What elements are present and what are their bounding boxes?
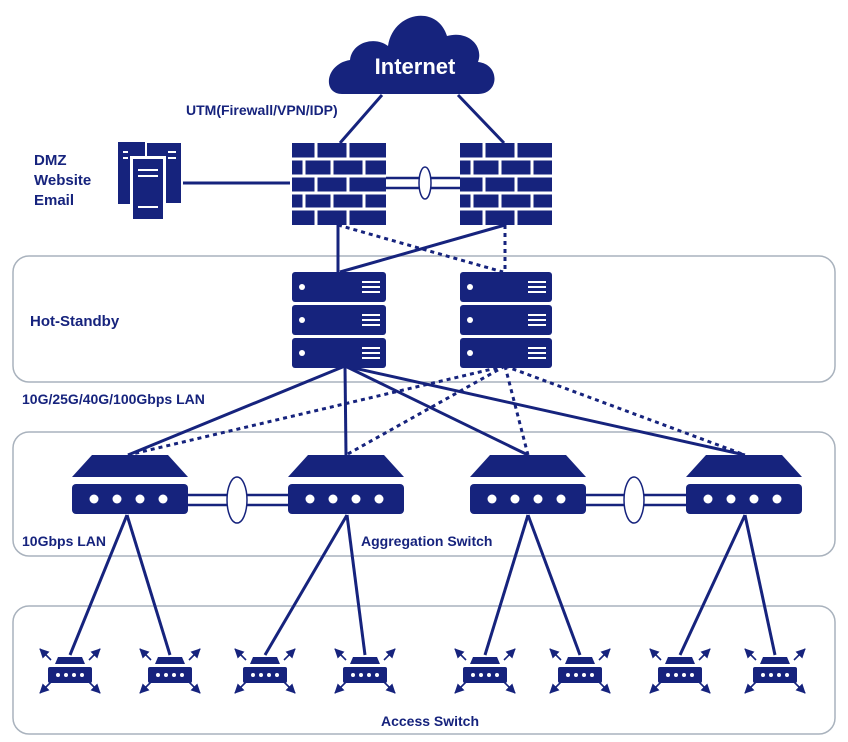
hot-standby-label: Hot-Standby — [30, 313, 120, 330]
access-switch-icon — [454, 648, 516, 694]
access-switch-icon — [334, 648, 396, 694]
access-switch-icon — [649, 648, 711, 694]
core-server-1 — [292, 272, 386, 368]
link-agg-4-acc-8 — [743, 514, 777, 656]
links — [68, 93, 777, 656]
firewall-redundancy-ring — [418, 166, 432, 200]
dmz-label-line1: DMZ — [34, 152, 67, 169]
access-switch-6 — [549, 648, 611, 694]
access-switch-label: Access Switch — [381, 713, 479, 729]
brick-wall-firewall-icon — [460, 143, 552, 225]
lan-10g-label: 10Gbps LAN — [22, 533, 106, 549]
aggregation-switch-icon — [470, 455, 586, 514]
access-switch-4 — [334, 648, 396, 694]
access-switch-2 — [139, 648, 201, 694]
aggregation-zone — [12, 431, 836, 557]
link-agg-4-acc-7 — [678, 514, 747, 656]
access-zone — [12, 605, 836, 735]
access-switch-icon — [139, 648, 201, 694]
aggregation-switch-icon — [288, 455, 404, 514]
aggregation-ring-left — [226, 476, 248, 524]
link-agg-2-acc-3 — [263, 514, 349, 656]
rack-server-icon — [460, 272, 552, 368]
access-switch-icon — [39, 648, 101, 694]
link-agg-2-acc-4 — [345, 514, 367, 656]
link-core-2-agg-2 — [345, 364, 506, 457]
utm-label: UTM(Firewall/VPN/IDP) — [186, 102, 338, 118]
aggregation-switch-2 — [288, 455, 404, 514]
access-switch-5 — [454, 648, 516, 694]
link-internet-fw-2 — [456, 93, 506, 145]
access-switch-icon — [549, 648, 611, 694]
access-switch-7 — [649, 648, 711, 694]
access-switch-icon — [744, 648, 806, 694]
aggregation-switch-1 — [72, 455, 188, 514]
aggregation-switch-3 — [470, 455, 586, 514]
cloud-icon — [328, 15, 495, 95]
dmz-label-line3: Email — [34, 192, 74, 209]
dmz-label-line2: Website — [34, 172, 91, 189]
hot-standby-zone — [12, 255, 836, 383]
link-core-1-agg-3 — [344, 364, 529, 457]
firewall-1 — [292, 143, 386, 225]
link-agg-3-acc-5 — [483, 514, 530, 656]
link-agg-1-acc-1 — [68, 514, 129, 656]
link-core-2-agg-1 — [127, 364, 506, 457]
link-core-2-agg-4 — [504, 364, 746, 457]
access-switch-3 — [234, 648, 296, 694]
link-agg-1-acc-2 — [125, 514, 172, 656]
brick-wall-firewall-icon — [292, 143, 386, 225]
aggregation-switch-4 — [686, 455, 802, 514]
link-fw-2-core-1 — [339, 223, 506, 274]
server-tower-icon — [118, 141, 183, 222]
lan-uplink-label: 10G/25G/40G/100Gbps LAN — [22, 391, 205, 407]
link-internet-fw-1 — [338, 94, 384, 144]
aggregation-switch-label: Aggregation Switch — [361, 533, 492, 549]
aggregation-switch-icon — [72, 455, 188, 514]
access-switch-1 — [39, 648, 101, 694]
link-core-1-agg-1 — [127, 364, 346, 457]
rack-server-icon — [292, 272, 386, 368]
link-core-1-agg-2 — [343, 365, 348, 456]
link-core-1-agg-4 — [344, 364, 746, 457]
aggregation-ring-right — [623, 476, 645, 524]
access-switch-icon — [234, 648, 296, 694]
link-agg-3-acc-6 — [526, 514, 582, 656]
internet-label: Internet — [375, 54, 456, 79]
core-server-2 — [460, 272, 552, 368]
firewall-2 — [460, 143, 552, 225]
aggregation-switch-icon — [686, 455, 802, 514]
access-switch-8 — [744, 648, 806, 694]
